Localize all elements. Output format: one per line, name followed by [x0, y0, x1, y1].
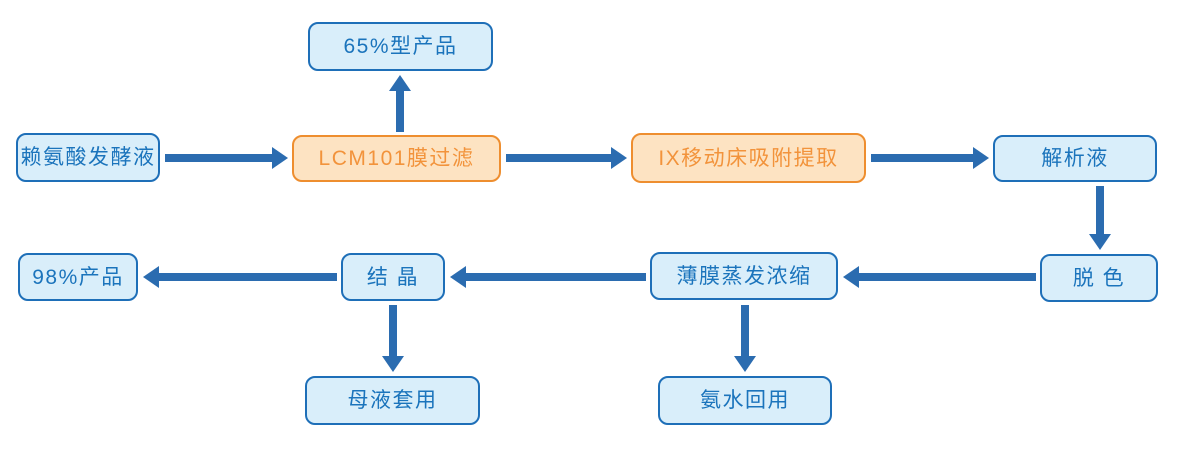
arrowhead-left-icon — [143, 266, 159, 288]
arrowhead-down-icon — [734, 356, 756, 372]
arrow-evaporation-to-crystallization — [450, 266, 646, 288]
arrow-evaporation-to-ammonia — [734, 305, 756, 372]
arrowhead-left-icon — [450, 266, 466, 288]
node-ammonia-water-recycle: 氨水回用 — [658, 376, 832, 425]
arrowhead-right-icon — [272, 147, 288, 169]
node-decolorization: 脱 色 — [1040, 254, 1158, 302]
node-thin-film-evaporation: 薄膜蒸发浓缩 — [650, 252, 838, 300]
arrow-filtration-to-adsorption — [506, 147, 627, 169]
arrow-filtration-to-product65 — [389, 75, 411, 132]
arrow-adsorption-to-analytic — [871, 147, 989, 169]
node-mother-liquor-reuse: 母液套用 — [305, 376, 480, 425]
arrow-analytic-to-decolorization — [1089, 186, 1111, 250]
node-analytic-solution: 解析液 — [993, 135, 1157, 182]
arrowhead-up-icon — [389, 75, 411, 91]
arrow-broth-to-filtration — [165, 147, 288, 169]
arrow-crystallization-to-mother-liquor — [382, 305, 404, 372]
node-lcm101-membrane-filtration: LCM101膜过滤 — [292, 135, 501, 182]
node-ix-moving-bed-adsorption: IX移动床吸附提取 — [631, 133, 866, 183]
node-product-98: 98%产品 — [18, 253, 138, 301]
arrowhead-down-icon — [1089, 234, 1111, 250]
arrowhead-down-icon — [382, 356, 404, 372]
arrowhead-left-icon — [843, 266, 859, 288]
arrowhead-right-icon — [611, 147, 627, 169]
arrow-crystallization-to-product98 — [143, 266, 337, 288]
node-lysine-fermentation-broth: 赖氨酸发酵液 — [16, 133, 160, 182]
node-product-65: 65%型产品 — [308, 22, 493, 71]
arrowhead-right-icon — [973, 147, 989, 169]
node-crystallization: 结 晶 — [341, 253, 445, 301]
arrow-decolorization-to-evaporation — [843, 266, 1036, 288]
